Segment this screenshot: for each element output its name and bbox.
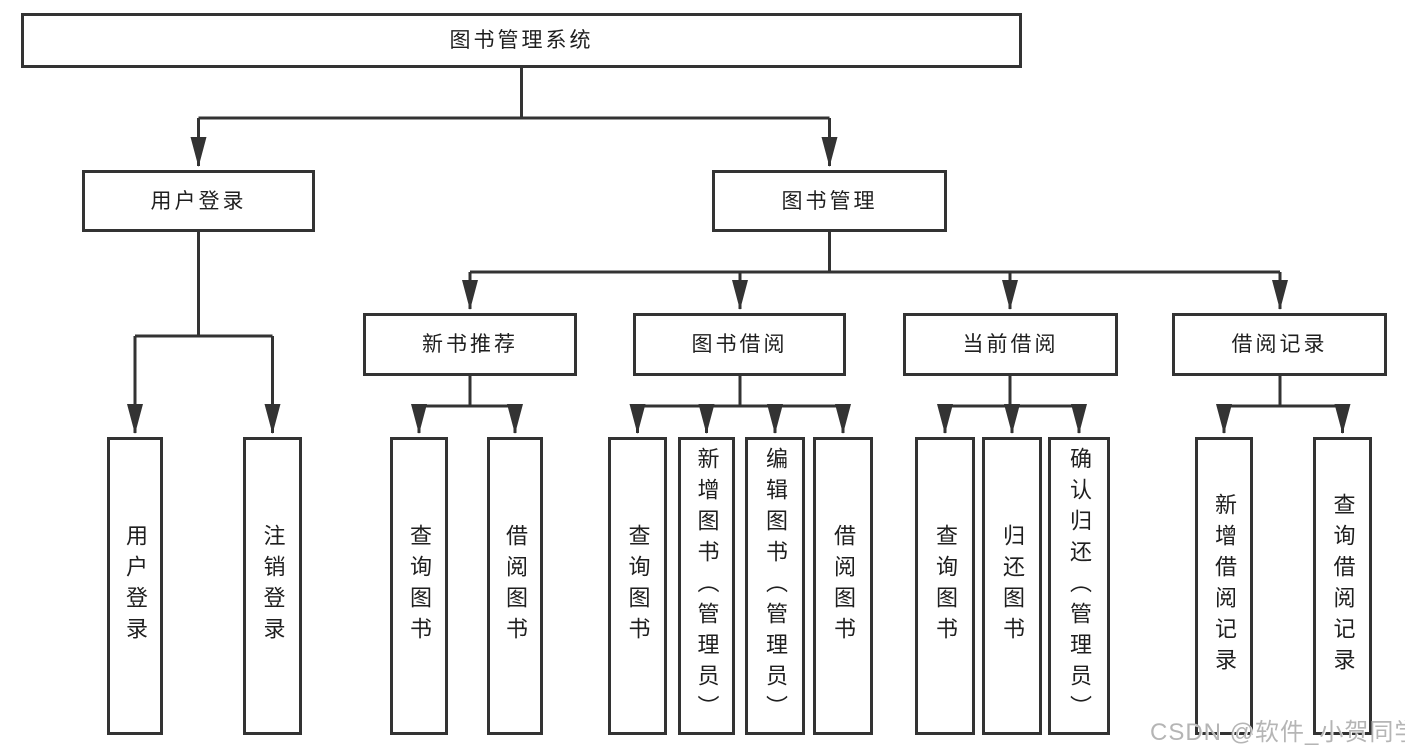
leaf-cb-query-book: 查询图书 bbox=[915, 437, 975, 735]
connector-new-book-rec-rail bbox=[419, 376, 515, 408]
leaf-br-add-record-label: 新增借阅记录 bbox=[1212, 493, 1237, 679]
leaf-bb-edit-book: 编辑图书（管理员） bbox=[745, 437, 805, 735]
leaf-cb-confirm-return: 确认归还（管理员） bbox=[1048, 437, 1110, 735]
connector-book-mgmt-rail bbox=[470, 232, 1280, 274]
leaf-br-query-record: 查询借阅记录 bbox=[1313, 437, 1372, 735]
node-book-mgmt: 图书管理 bbox=[712, 170, 947, 232]
leaf-logout: 注销登录 bbox=[243, 437, 302, 735]
leaf-cb-return-book: 归还图书 bbox=[982, 437, 1042, 735]
connector-current-borrow-rail bbox=[945, 376, 1079, 408]
node-current-borrow: 当前借阅 bbox=[903, 313, 1118, 376]
node-borrow-record-label: 借阅记录 bbox=[1231, 333, 1328, 356]
leaf-nbr-borrow-book: 借阅图书 bbox=[487, 437, 543, 735]
node-user-login: 用户登录 bbox=[82, 170, 315, 232]
leaf-bb-query-book: 查询图书 bbox=[608, 437, 667, 735]
connector-book-borrow-rail bbox=[637, 376, 843, 408]
leaf-nbr-borrow-book-label: 借阅图书 bbox=[503, 524, 528, 648]
leaf-nbr-query-book-label: 查询图书 bbox=[407, 524, 432, 648]
leaf-cb-query-book-label: 查询图书 bbox=[933, 524, 958, 648]
connector-root-rail bbox=[198, 68, 830, 120]
leaf-nbr-query-book: 查询图书 bbox=[390, 437, 448, 735]
node-borrow-record: 借阅记录 bbox=[1172, 313, 1387, 376]
node-book-mgmt-label: 图书管理 bbox=[781, 189, 878, 213]
leaf-br-query-record-label: 查询借阅记录 bbox=[1330, 493, 1356, 679]
leaf-bb-add-book: 新增图书（管理员） bbox=[678, 437, 735, 735]
leaf-cb-return-book-label: 归还图书 bbox=[1000, 524, 1025, 648]
leaf-bb-borrow-book-label: 借阅图书 bbox=[831, 524, 856, 648]
node-current-borrow-label: 当前借阅 bbox=[962, 333, 1059, 356]
node-new-book-rec: 新书推荐 bbox=[363, 313, 577, 376]
leaf-bb-query-book-label: 查询图书 bbox=[625, 524, 651, 648]
leaf-bb-edit-book-label: 编辑图书（管理员） bbox=[763, 446, 788, 726]
connector-user-login-rail bbox=[135, 232, 273, 338]
node-book-borrow: 图书借阅 bbox=[633, 313, 846, 376]
leaf-bb-add-book-label: 新增图书（管理员） bbox=[694, 446, 720, 726]
leaf-logout-label: 注销登录 bbox=[260, 524, 286, 648]
leaf-user-login: 用户登录 bbox=[107, 437, 163, 735]
node-root: 图书管理系统 bbox=[21, 13, 1022, 68]
leaf-bb-borrow-book: 借阅图书 bbox=[813, 437, 873, 735]
node-root-label: 图书管理系统 bbox=[449, 29, 594, 52]
leaf-br-add-record: 新增借阅记录 bbox=[1195, 437, 1253, 735]
leaf-cb-confirm-return-label: 确认归还（管理员） bbox=[1067, 446, 1092, 726]
node-new-book-rec-label: 新书推荐 bbox=[422, 333, 518, 356]
leaf-user-login-label: 用户登录 bbox=[123, 524, 148, 648]
connector-borrow-record-rail bbox=[1224, 376, 1343, 408]
node-user-login-label: 用户登录 bbox=[150, 189, 247, 213]
node-book-borrow-label: 图书借阅 bbox=[691, 333, 788, 356]
